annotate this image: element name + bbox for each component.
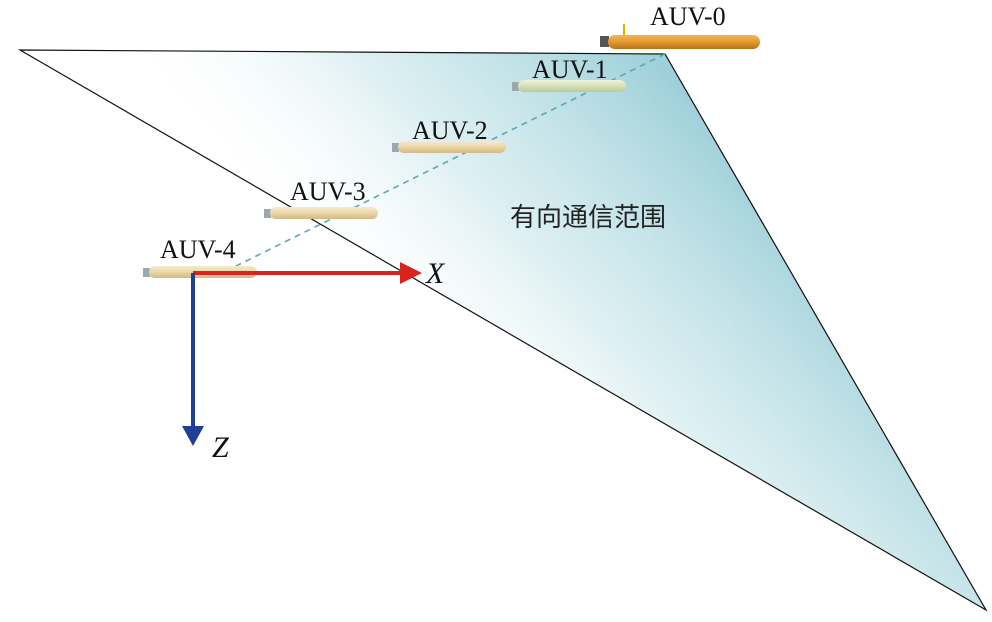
auv-1-hull [518, 80, 626, 92]
auv-1-label: AUV-1 [532, 55, 608, 84]
communication-range-outline [17, 49, 988, 612]
auv-3-propeller-icon [264, 209, 271, 218]
auv-3-vehicle [264, 207, 378, 219]
auv-2-label: AUV-2 [412, 116, 488, 145]
auv-0-propeller-icon [600, 36, 609, 47]
auv-2-propeller-icon [392, 143, 399, 152]
x-axis-arrowhead-icon [400, 262, 422, 284]
auv-3-label: AUV-3 [290, 177, 366, 206]
auv-2-vehicle [392, 141, 506, 153]
auv-1-propeller-icon [512, 82, 519, 91]
region-label: 有向通信范围 [510, 203, 666, 233]
z-axis-label: Z [212, 431, 229, 464]
auv-1-vehicle [512, 80, 626, 92]
auv-0-label: AUV-0 [650, 2, 726, 31]
auv-2-hull [398, 141, 506, 153]
auv-0-hull [608, 35, 760, 49]
auv-4-propeller-icon [143, 268, 150, 277]
auv-3-hull [270, 207, 378, 219]
z-axis-arrowhead-icon [182, 426, 204, 446]
x-axis-label: X [425, 257, 446, 290]
auv-4-label: AUV-4 [160, 235, 236, 264]
auv-0-vehicle [600, 24, 760, 49]
